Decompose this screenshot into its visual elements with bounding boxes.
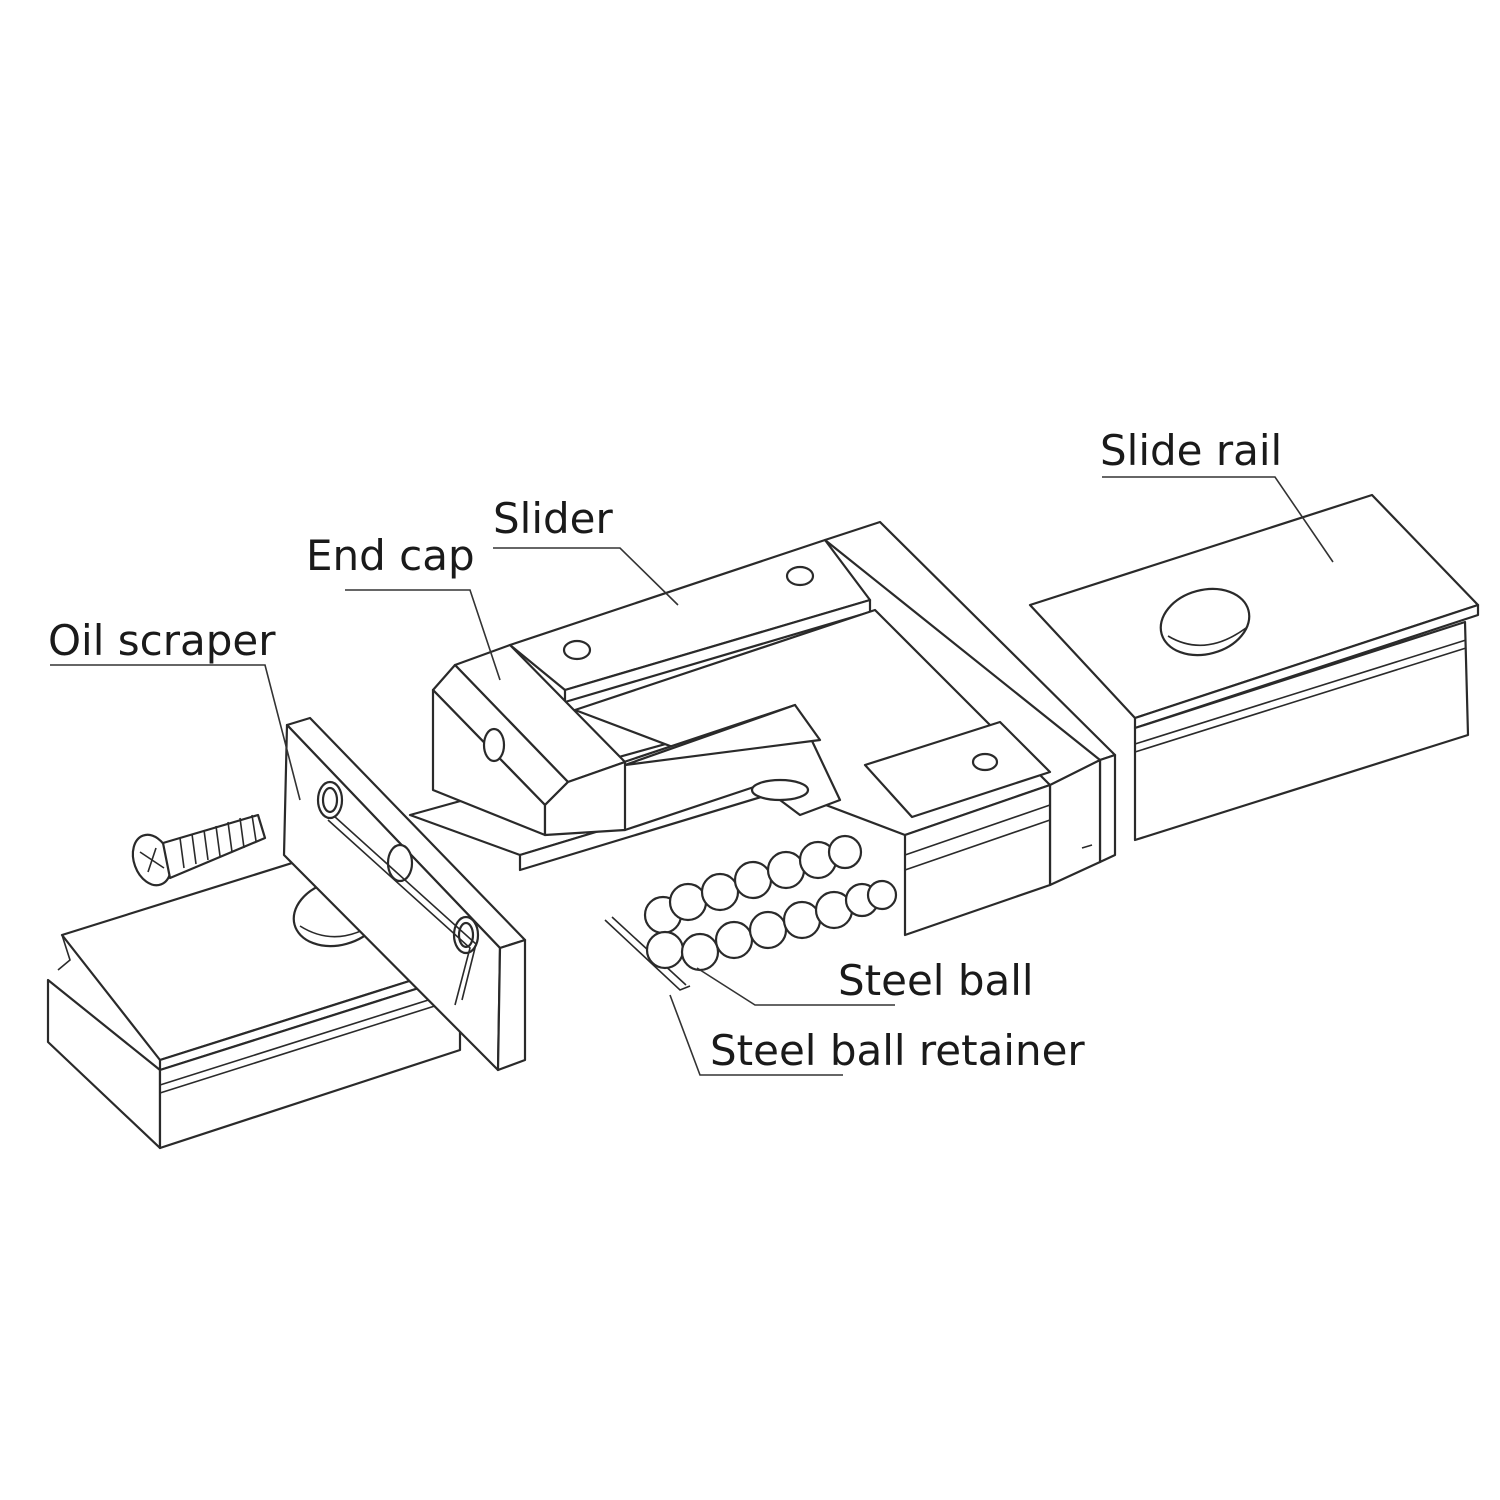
slide-rail-back — [1028, 493, 1480, 842]
slide-rail-label: Slide rail — [1100, 426, 1282, 475]
steel-ball-icon — [866, 879, 898, 911]
steel-ball-icon — [645, 930, 685, 970]
phillips-screw-icon — [131, 813, 267, 887]
steel-ball-label: Steel ball — [838, 956, 1034, 1005]
steel-ball-icon — [827, 834, 863, 870]
steel-ball-retainer-label: Steel ball retainer — [710, 1026, 1085, 1075]
slider-block — [431, 520, 1117, 937]
leader-lines — [50, 476, 1334, 1076]
oil-scraper-plate — [282, 716, 527, 1072]
steel-ball-icon — [668, 882, 708, 922]
steel-ball-icon — [680, 932, 720, 972]
steel-ball-icon — [782, 900, 822, 940]
slider-label: Slider — [493, 494, 613, 543]
steel-ball-icon — [700, 872, 740, 912]
steel-ball-icon — [714, 920, 754, 960]
end-cap-label: End cap — [306, 531, 475, 580]
steel-ball-icon — [766, 850, 806, 890]
oil-scraper-label: Oil scraper — [48, 616, 276, 665]
steel-ball-icon — [733, 860, 773, 900]
steel-balls — [604, 834, 898, 991]
steel-ball-icon — [748, 910, 788, 950]
